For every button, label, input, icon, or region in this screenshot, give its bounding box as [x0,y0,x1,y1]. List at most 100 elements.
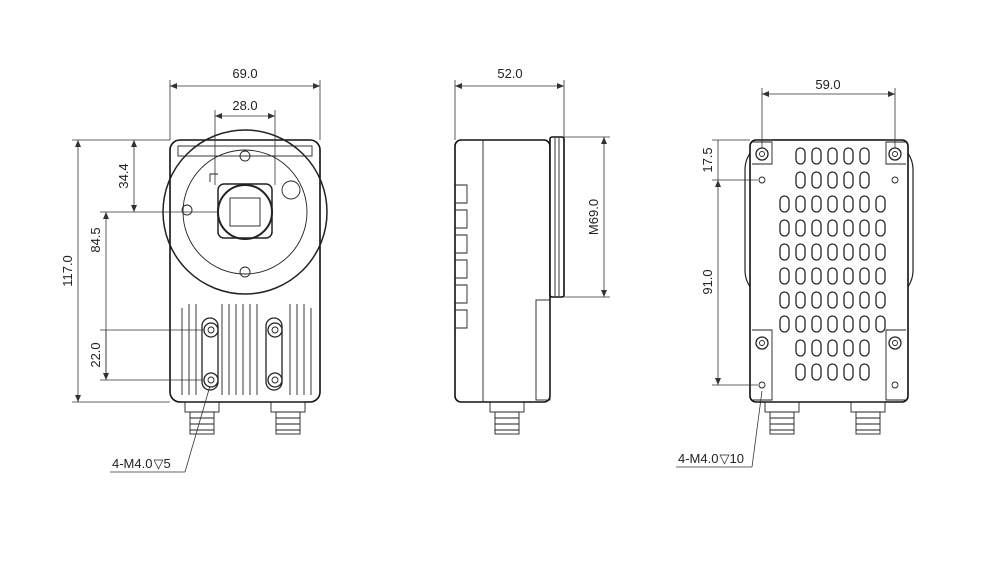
vent-slot [843,363,854,381]
vent-slot [811,195,822,213]
thread-depth: 10 [729,451,743,466]
vent-slot [827,339,838,357]
mount-hole-small [891,381,899,389]
mount-flange [549,136,565,298]
vent-slot [827,243,838,261]
mount-hole [888,336,902,350]
depth-symbol: ▽ [719,451,729,466]
dim-hole-spacing-x-label: 59.0 [815,77,840,92]
vent-slot [795,243,806,261]
vent-slot [827,363,838,381]
vent-slot [875,195,886,213]
vent-slot [875,243,886,261]
vent-slot [843,195,854,213]
front-top-rim [177,145,313,157]
corner-tab [752,329,773,401]
vent-slot [795,195,806,213]
side-connector [489,401,525,435]
mount-screw-left [181,204,193,216]
mount-screw-bottom [239,266,251,278]
vent-slot [827,147,838,165]
mount-hole-center [271,326,279,334]
mount-hole-small [758,381,766,389]
side-step [535,299,551,401]
vent-slot [843,171,854,189]
vent-slot [795,363,806,381]
back-connector-right [850,401,886,435]
thread-note-back: 4-M4.0▽10 [678,451,744,466]
side-view: 52.0 M69.0 [454,66,610,435]
dim-width-label: 69.0 [232,66,257,81]
vent-slot [875,219,886,237]
mount-hole-small [758,176,766,184]
vent-slot [843,219,854,237]
dim-height-label: 117.0 [60,255,75,287]
vent-slot [795,339,806,357]
mount-hole-center [207,376,215,384]
vent-slot [779,267,790,285]
vent-slot [795,291,806,309]
vent-slot [795,267,806,285]
dim-upper-offset-label: 34.4 [116,163,131,188]
vent-slot [827,219,838,237]
vent-slot [827,267,838,285]
mount-hole-center [271,376,279,384]
vent-slot [811,171,822,189]
vent-slot [795,219,806,237]
vent-slot [875,291,886,309]
vent-slot [859,147,870,165]
mount-hole-center [892,340,898,346]
mount-hole [755,147,769,161]
vent-slot [811,147,822,165]
vent-slot [811,339,822,357]
leader-line [751,390,763,468]
back-connector-left [764,401,800,435]
vent-slot [811,291,822,309]
vent-slot [859,171,870,189]
leader-line [184,385,211,473]
mount-hole [755,336,769,350]
corner-tab [885,329,906,401]
vent-slot [843,147,854,165]
vent-slot [811,363,822,381]
side-fins [455,184,468,329]
thread-spec: 4-M4.0 [112,456,152,471]
front-view: 69.0 28.0 117.0 84.5 34.4 22.0 4-M4.0▽5 [60,66,328,473]
vent-slot [779,219,790,237]
vent-slot [811,219,822,237]
vent-slot [795,147,806,165]
mount-hole-small [891,176,899,184]
vent-slot [811,243,822,261]
connector-right [270,401,306,435]
dim-depth-label: 52.0 [497,66,522,81]
thread-depth: 5 [163,456,170,471]
vent-slot [779,195,790,213]
vent-slot [875,267,886,285]
vent-slot [827,291,838,309]
vent-slot [859,219,870,237]
mount-hole [888,147,902,161]
vent-slot [859,243,870,261]
vent-slot [779,315,790,333]
vent-slot [843,291,854,309]
vent-slot [827,171,838,189]
vent-slot [811,315,822,333]
mount-hole [267,372,283,388]
dim-hole-spacing-y-label: 91.0 [700,269,715,294]
dim-thread-label: M69.0 [586,199,601,235]
mount-hole [203,322,219,338]
vent-slot [827,315,838,333]
vent-slot [843,339,854,357]
mount-hole [203,372,219,388]
mount-screw-top [239,150,251,162]
vent-slot [795,171,806,189]
mount-hole-center [759,151,765,157]
back-view: 59.0 17.5 91.0 4-M4.0▽10 [676,77,914,468]
connector-left [184,401,220,435]
vent-slot [843,267,854,285]
vent-slot [827,195,838,213]
corner-tab [885,141,906,165]
sensor-chip [229,197,261,227]
vent-slot [779,291,790,309]
